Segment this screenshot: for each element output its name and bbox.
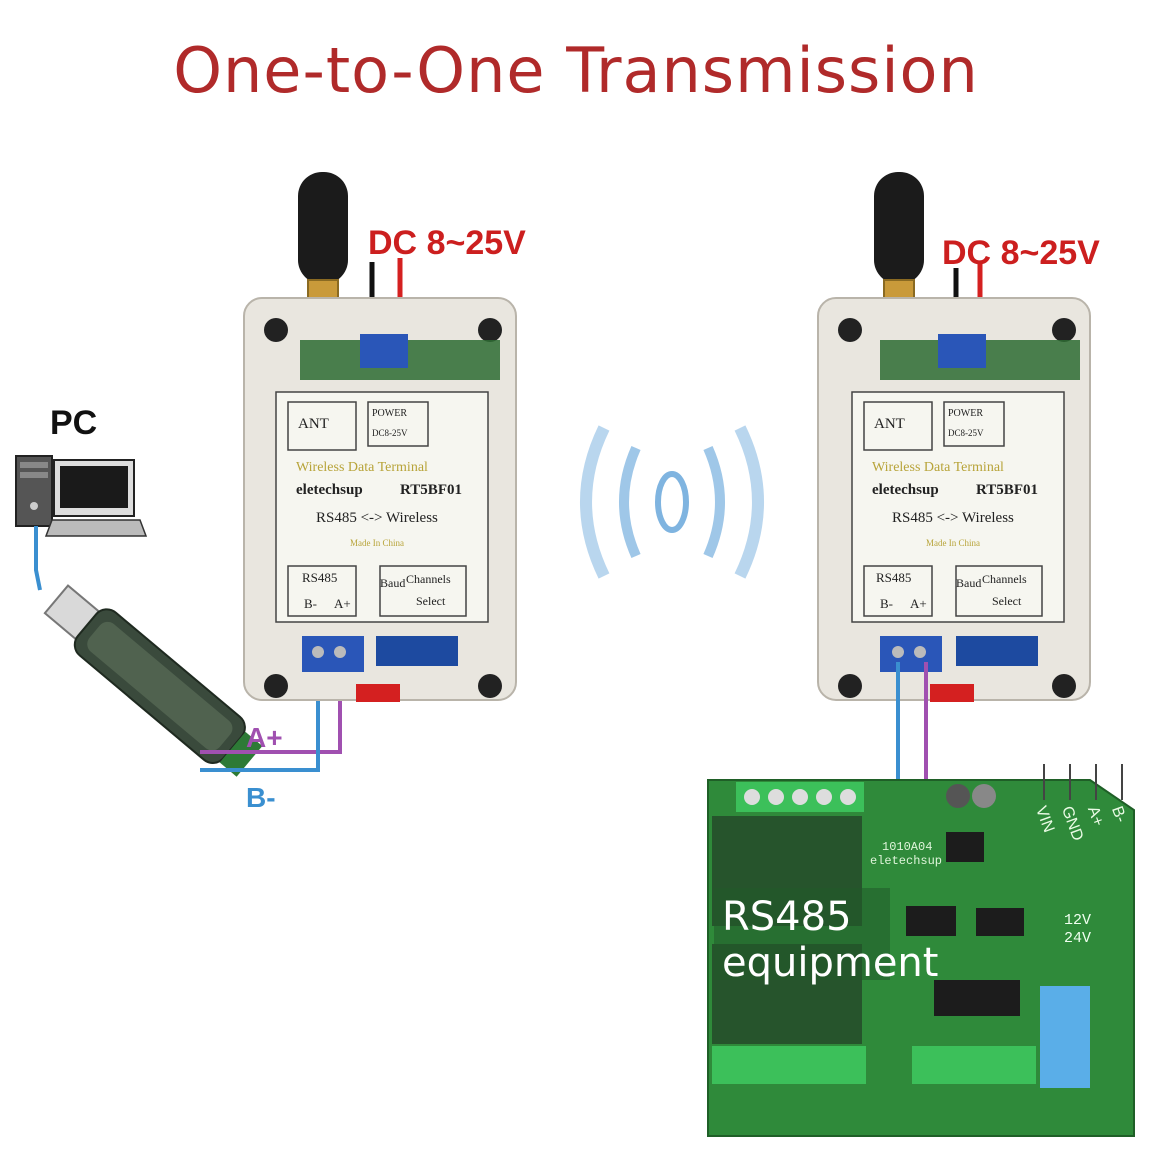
module-power-label: POWER [948, 408, 983, 419]
module-brand: eletechsup [296, 482, 363, 498]
antenna-icon [298, 172, 348, 284]
module-b-minus: B- [304, 596, 317, 611]
board-name: 1010A04 [882, 840, 933, 854]
voltage-12v: 12V [1064, 912, 1092, 929]
page-title: One-to-One Transmission [173, 34, 979, 107]
pc-label: PC [50, 404, 98, 442]
module-select: Select [416, 594, 446, 608]
wireless-signal-icon [580, 425, 764, 579]
wireless-module-right [817, 172, 1091, 702]
module-conversion: RS485 <-> Wireless [316, 510, 438, 526]
wire-label-b-minus: B- [246, 782, 276, 813]
module-power-range: DC8-25V [372, 428, 408, 438]
pc-icon [15, 455, 148, 537]
module-product-name: Wireless Data Terminal [296, 460, 428, 475]
module-channels: Channels [982, 572, 1027, 586]
module-a-plus: A+ [334, 596, 351, 611]
module-model: RT5BF01 [976, 482, 1038, 498]
module-model: RT5BF01 [400, 482, 462, 498]
power-label-left: DC 8~25V [368, 224, 526, 262]
module-rs485: RS485 [876, 570, 912, 585]
module-select: Select [992, 594, 1022, 608]
module-conversion: RS485 <-> Wireless [892, 510, 1014, 526]
module-brand: eletechsup [872, 482, 939, 498]
usb-cable [34, 526, 42, 591]
wire-label-a-plus: A+ [246, 722, 283, 753]
module-channels: Channels [406, 572, 451, 586]
module-product-name: Wireless Data Terminal [872, 460, 1004, 475]
module-rs485: RS485 [302, 570, 338, 585]
module-ant-label: ANT [874, 416, 905, 432]
rs485-equipment-board [707, 764, 1135, 1137]
usb-adapter-icon [43, 584, 263, 777]
module-baud: Baud [380, 576, 406, 590]
antenna-icon [874, 172, 924, 284]
power-label-right: DC 8~25V [942, 234, 1100, 272]
equipment-label: RS485 equipment [722, 894, 939, 986]
wireless-module-left [243, 172, 517, 702]
module-baud: Baud [956, 576, 982, 590]
module-made-in: Made In China [350, 538, 404, 548]
module-ant-label: ANT [298, 416, 329, 432]
voltage-24v: 24V [1064, 930, 1092, 947]
module-a-plus: A+ [910, 596, 927, 611]
module-b-minus: B- [880, 596, 893, 611]
module-power-range: DC8-25V [948, 428, 984, 438]
module-power-label: POWER [372, 408, 407, 419]
board-brand: eletechsup [870, 854, 943, 868]
module-made-in: Made In China [926, 538, 980, 548]
